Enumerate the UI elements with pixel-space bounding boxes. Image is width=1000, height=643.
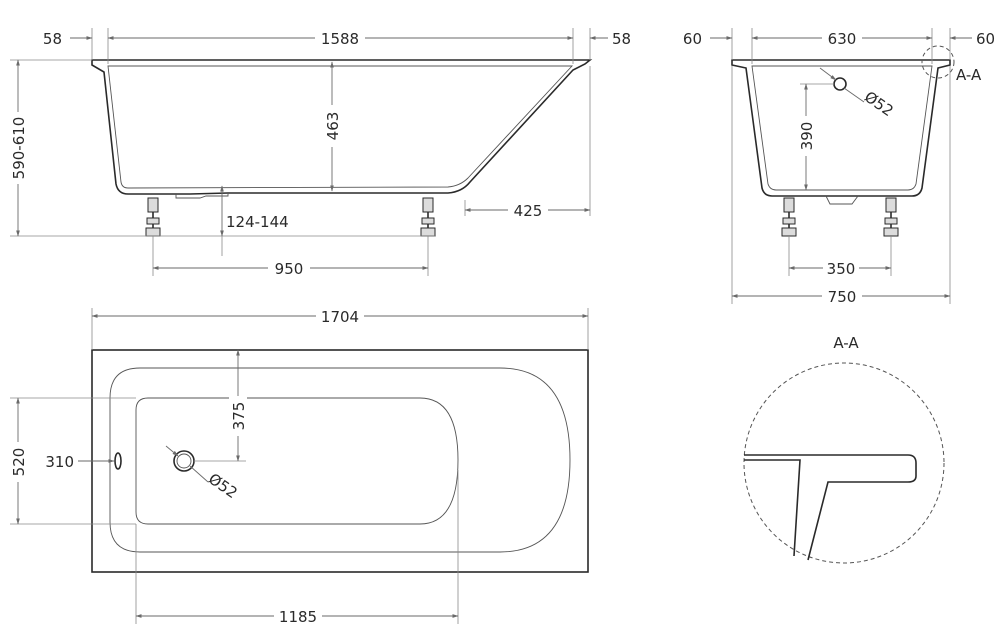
plan-overflow-offset-label: 310 [45, 453, 74, 471]
side-flange-left-label: 58 [43, 30, 62, 48]
side-view: 58 1588 58 463 590-610 124-144 425 950 [8, 28, 631, 278]
side-leg-height-label: 124-144 [226, 213, 289, 231]
plan-total-width-label: 520 [10, 448, 28, 477]
detail-boundary-circle [743, 362, 945, 564]
end-view-leg-right [883, 197, 899, 237]
side-top-length-label: 1588 [321, 30, 359, 48]
end-overflow-diameter-label: Ø52 [861, 88, 897, 120]
plan-view-drain-inner [176, 453, 192, 469]
side-flange-right-label: 58 [612, 30, 631, 48]
side-leg-spacing-label: 950 [275, 260, 304, 278]
end-section-marker-label: A-A [956, 66, 982, 84]
end-drain-height-label: 390 [798, 122, 816, 151]
plan-view-outer-rim [91, 349, 589, 573]
end-view-leg-left [781, 197, 797, 237]
end-view: Ø52 60 630 60 A-A 39 [683, 28, 995, 306]
plan-view-inner-rim [109, 367, 571, 553]
end-section-marker-circle [921, 45, 955, 79]
end-leg-spacing-label: 350 [827, 260, 856, 278]
end-flange-right-label: 60 [976, 30, 995, 48]
end-view-inner-shell [751, 65, 933, 191]
plan-drain-diameter-label: Ø52 [205, 470, 241, 502]
end-view-outer-shell [731, 59, 951, 197]
plan-total-length-label: 1704 [321, 308, 359, 326]
plan-view-basin-floor [135, 397, 459, 525]
end-flange-left-label: 60 [683, 30, 702, 48]
end-top-width-label: 630 [828, 30, 857, 48]
side-slope-offset-label: 425 [514, 202, 543, 220]
side-total-height-label: 590-610 [10, 117, 28, 180]
detail-view: A-A [743, 334, 945, 564]
side-view-leg-left [145, 197, 161, 237]
side-view-bottom-skid [175, 193, 229, 199]
side-view-inner-shell [107, 65, 574, 189]
side-view-leg-right [420, 197, 436, 237]
plan-view: Ø52 1704 375 520 310 1185 [8, 307, 589, 626]
detail-rim-profile-inner [744, 459, 801, 557]
end-total-width-label: 750 [828, 288, 857, 306]
end-view-drain-bump [825, 195, 859, 205]
plan-flat-length-label: 1185 [279, 608, 317, 626]
detail-rim-profile-outer [744, 454, 917, 561]
side-inner-depth-label: 463 [324, 112, 342, 141]
plan-view-overflow-slot [114, 452, 122, 470]
detail-title: A-A [833, 334, 859, 352]
plan-drain-offset-label: 375 [230, 402, 248, 431]
